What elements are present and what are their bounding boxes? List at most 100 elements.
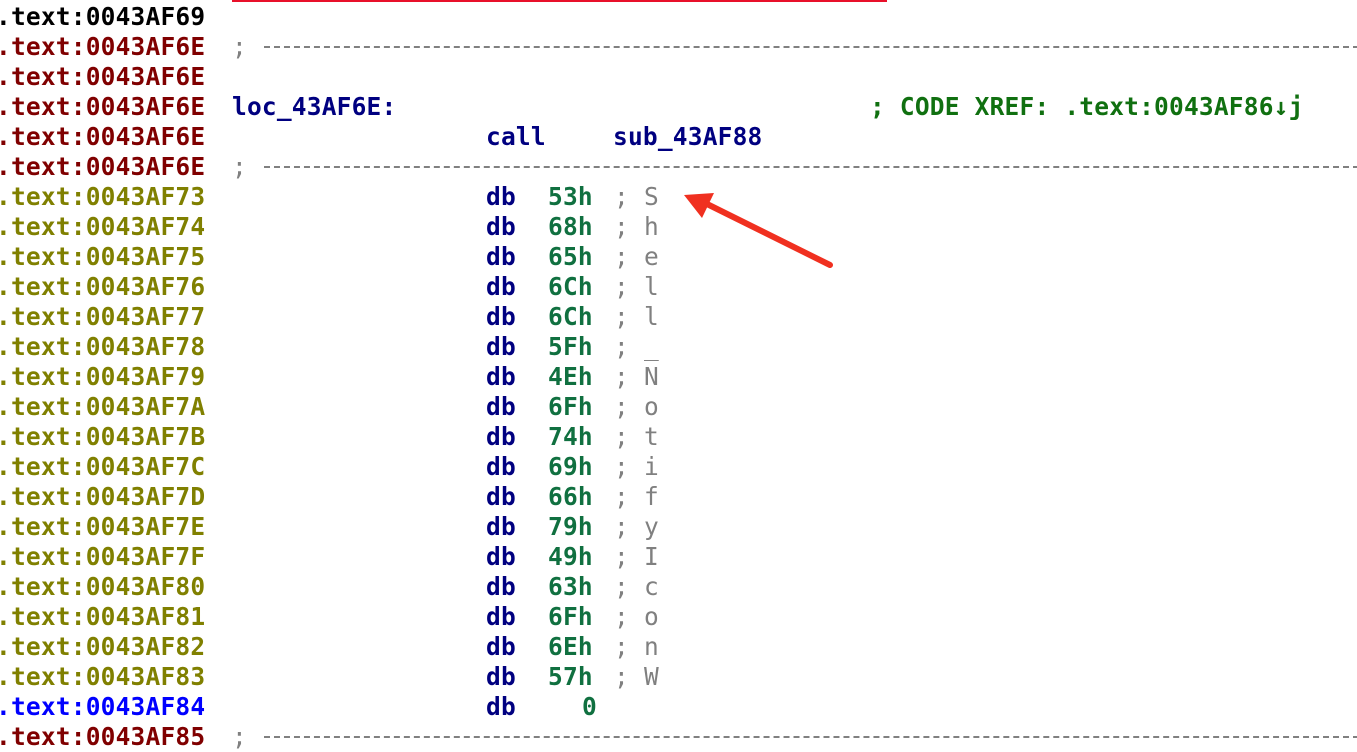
address[interactable]: .text:0043AF73 (0, 182, 206, 211)
comment-semicolon: ; (614, 362, 629, 391)
char-comment: i (644, 452, 659, 481)
byte-value: 49h (548, 542, 593, 571)
byte-value: 74h (548, 422, 593, 451)
address[interactable]: .text:0043AF79 (0, 362, 206, 391)
address[interactable]: .text:0043AF83 (0, 662, 206, 691)
mnemonic: db (486, 422, 516, 451)
char-comment: f (644, 482, 659, 511)
mnemonic: db (486, 302, 516, 331)
code-label[interactable]: loc_43AF6E: (232, 92, 397, 121)
char-comment: c (644, 572, 659, 601)
char-comment: l (644, 272, 659, 301)
comment-semicolon: ; (614, 662, 629, 691)
address[interactable]: .text:0043AF82 (0, 632, 206, 661)
address[interactable]: .text:0043AF80 (0, 572, 206, 601)
char-comment: I (644, 542, 659, 571)
mnemonic: db (486, 332, 516, 361)
mnemonic: db (486, 572, 516, 601)
address[interactable]: .text:0043AF7D (0, 482, 206, 511)
comment-semicolon: ; (614, 482, 629, 511)
char-comment: o (644, 392, 659, 421)
char-comment: e (644, 242, 659, 271)
address[interactable]: .text:0043AF7E (0, 512, 206, 541)
mnemonic: db (486, 632, 516, 661)
separator-semicolon: ; (232, 152, 247, 181)
byte-value: 6Fh (548, 392, 593, 421)
mnemonic: call (486, 122, 546, 151)
separator-line (264, 46, 1357, 48)
comment-semicolon: ; (614, 422, 629, 451)
address[interactable]: .text:0043AF76 (0, 272, 206, 301)
char-comment: W (644, 662, 659, 691)
comment-semicolon: ; (614, 332, 629, 361)
address[interactable]: .text:0043AF6E (0, 92, 206, 121)
char-comment: S (644, 182, 659, 211)
mnemonic: db (486, 272, 516, 301)
byte-value: 4Eh (548, 362, 593, 391)
comment-semicolon: ; (614, 272, 629, 301)
byte-value: 68h (548, 212, 593, 241)
address[interactable]: .text:0043AF6E (0, 32, 206, 61)
mnemonic: db (486, 392, 516, 421)
address[interactable]: .text:0043AF69 (0, 2, 206, 31)
mnemonic: db (486, 692, 516, 721)
byte-value: 53h (548, 182, 593, 211)
char-comment: o (644, 602, 659, 631)
operand-link[interactable]: sub_43AF88 (613, 122, 763, 151)
address[interactable]: .text:0043AF84 (0, 692, 206, 721)
byte-value: 57h (548, 662, 593, 691)
mnemonic: db (486, 662, 516, 691)
comment-semicolon: ; (614, 212, 629, 241)
comment-semicolon: ; (614, 632, 629, 661)
address[interactable]: .text:0043AF7F (0, 542, 206, 571)
address[interactable]: .text:0043AF6E (0, 62, 206, 91)
byte-value: 65h (548, 242, 593, 271)
mnemonic: db (486, 242, 516, 271)
xref-comment[interactable]: ; CODE XREF: .text:0043AF86↓j (870, 92, 1304, 121)
mnemonic: db (486, 482, 516, 511)
char-comment: N (644, 362, 659, 391)
mnemonic: db (486, 362, 516, 391)
address[interactable]: .text:0043AF78 (0, 332, 206, 361)
comment-semicolon: ; (614, 182, 629, 211)
char-comment: y (644, 512, 659, 541)
address[interactable]: .text:0043AF7C (0, 452, 206, 481)
comment-semicolon: ; (614, 392, 629, 421)
byte-value: 5Fh (548, 332, 593, 361)
byte-value: 66h (548, 482, 593, 511)
address[interactable]: .text:0043AF81 (0, 602, 206, 631)
mnemonic: db (486, 512, 516, 541)
mnemonic: db (486, 602, 516, 631)
highlight-underline (232, 0, 887, 2)
comment-semicolon: ; (614, 512, 629, 541)
mnemonic: db (486, 182, 516, 211)
comment-semicolon: ; (614, 242, 629, 271)
byte-value: 6Eh (548, 632, 593, 661)
address[interactable]: .text:0043AF75 (0, 242, 206, 271)
byte-value: 63h (548, 572, 593, 601)
address[interactable]: .text:0043AF6E (0, 122, 206, 151)
char-comment: h (644, 212, 659, 241)
address[interactable]: .text:0043AF77 (0, 302, 206, 331)
separator-semicolon: ; (232, 32, 247, 61)
comment-semicolon: ; (614, 542, 629, 571)
byte-value: 6Fh (548, 602, 593, 631)
separator-line (264, 166, 1357, 168)
address[interactable]: .text:0043AF74 (0, 212, 206, 241)
address[interactable]: .text:0043AF7B (0, 422, 206, 451)
mnemonic: db (486, 212, 516, 241)
char-comment: l (644, 302, 659, 331)
comment-semicolon: ; (614, 302, 629, 331)
address[interactable]: .text:0043AF7A (0, 392, 206, 421)
char-comment: n (644, 632, 659, 661)
mnemonic: db (486, 452, 516, 481)
address[interactable]: .text:0043AF6E (0, 152, 206, 181)
byte-value: 0 (582, 692, 597, 721)
char-comment: _ (644, 332, 659, 361)
byte-value: 6Ch (548, 272, 593, 301)
char-comment: t (644, 422, 659, 451)
byte-value: 79h (548, 512, 593, 541)
mnemonic: db (486, 542, 516, 571)
comment-semicolon: ; (614, 602, 629, 631)
